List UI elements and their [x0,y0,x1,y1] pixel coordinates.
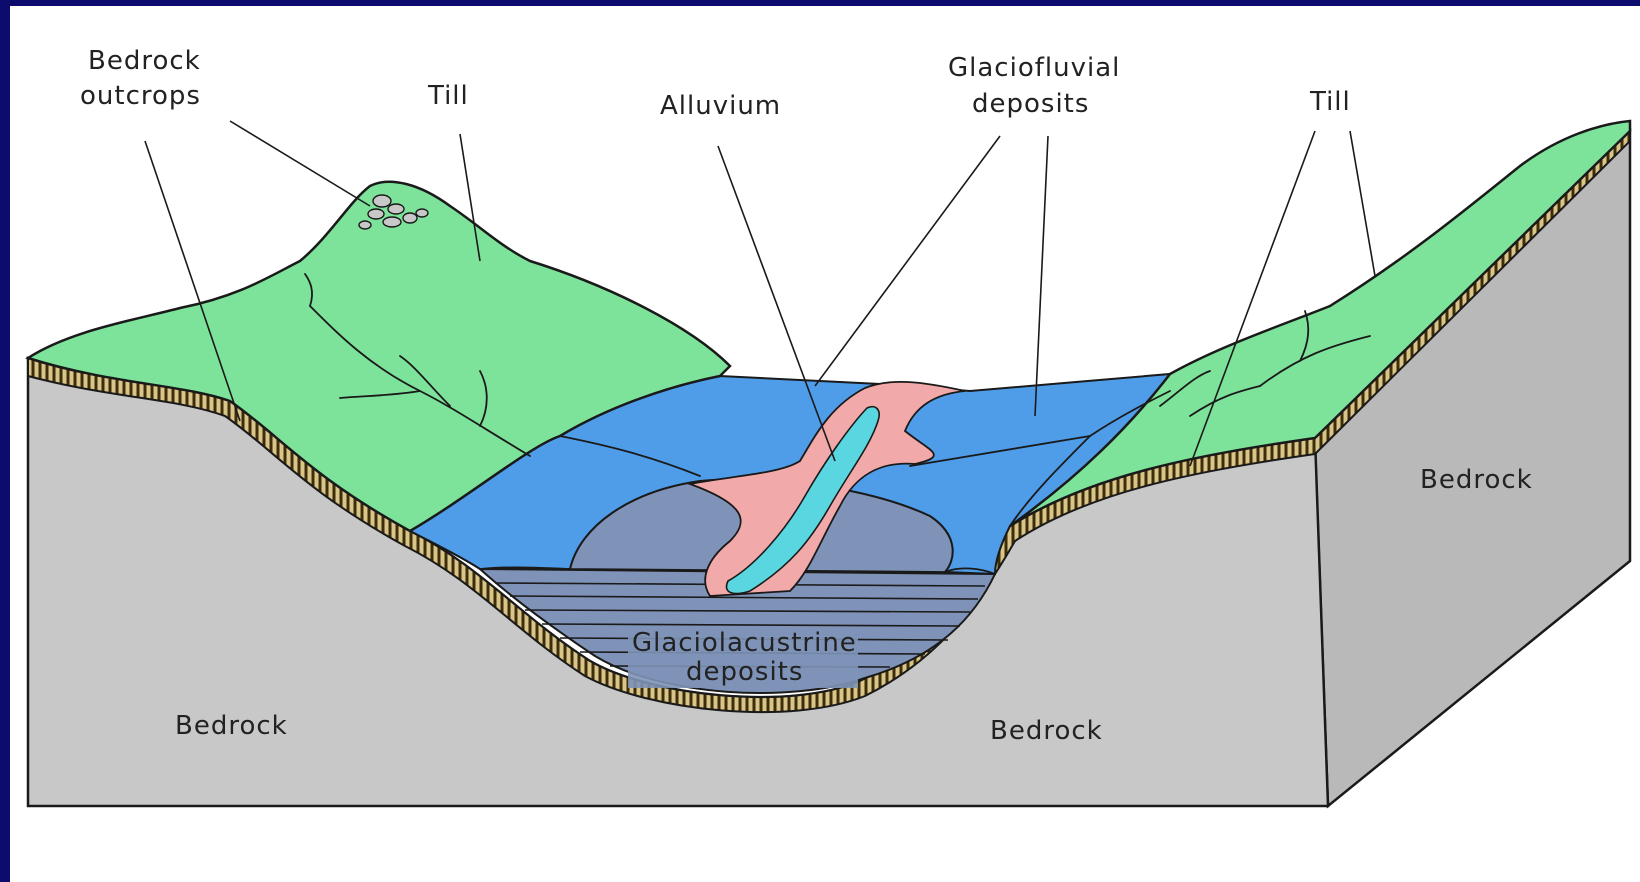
label-glaciolacustrine-line2: deposits [686,657,803,687]
label-bedrock-left: Bedrock [175,711,288,741]
label-glaciofluvial-line1: Glaciofluvial [948,53,1120,83]
label-till-left: Till [427,81,469,111]
label-glaciofluvial-line2: deposits [972,89,1089,119]
label-till-right: Till [1309,87,1351,117]
label-bedrock-center: Bedrock [990,716,1103,746]
glacial-valley-block-diagram: Bedrock outcrops Till Alluvium Glacioflu… [10,6,1640,882]
label-bedrock-outcrops-line1: Bedrock [88,46,201,76]
label-bedrock-outcrops-line2: outcrops [80,81,201,111]
label-bedrock-right: Bedrock [1420,465,1533,495]
label-alluvium: Alluvium [660,91,781,121]
label-glaciolacustrine-line1: Glaciolacustrine [632,628,857,658]
diagram-frame: Bedrock outcrops Till Alluvium Glacioflu… [10,6,1640,882]
